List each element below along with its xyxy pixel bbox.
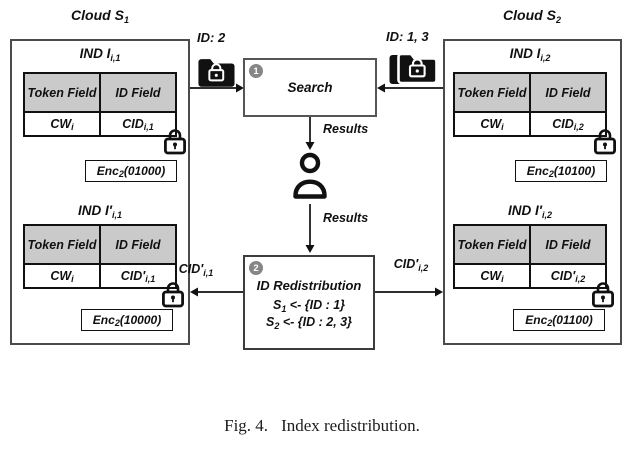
cloud-s2-title: Cloud S2 xyxy=(503,7,561,25)
id-field-header: ID Field xyxy=(115,237,161,252)
arrowhead xyxy=(190,287,198,297)
id-cell: CID′i,2 xyxy=(550,269,586,284)
encrypted-folder-icon xyxy=(198,59,235,87)
results-label-top: Results xyxy=(323,122,369,136)
results-label-bottom: Results xyxy=(323,211,369,225)
ind-i12-title: IND Ii,2 xyxy=(509,46,551,63)
caption-text: Index redistribution. xyxy=(281,416,420,435)
table-header-row: Token Field ID Field xyxy=(455,74,605,113)
id-field-header: ID Field xyxy=(545,85,591,100)
ind-i11-title: IND Ii,1 xyxy=(79,46,121,63)
redistribution-assignment-2: S2 <- {ID : 2, 3} xyxy=(266,315,352,331)
token-field-header: Token Field xyxy=(25,74,101,111)
search-label: Search xyxy=(287,80,333,95)
token-field-header: Token Field xyxy=(455,74,531,111)
figure-caption: Fig. 4. Index redistribution. xyxy=(0,416,644,436)
table-header-row: Token Field ID Field xyxy=(25,226,175,265)
step-1-badge: 1 xyxy=(249,64,263,78)
ind-i11-prime-title: IND I′i,1 xyxy=(77,203,122,220)
arrowhead xyxy=(305,245,315,253)
table-header-row: Token Field ID Field xyxy=(25,74,175,113)
cloud-s1-title: Cloud S1 xyxy=(71,7,129,25)
cid-out-left-label: CID′i,1 xyxy=(178,262,214,278)
encrypted-folders-icon xyxy=(389,52,438,85)
redistribution-title: ID Redistribution xyxy=(256,278,362,293)
lock-icon xyxy=(162,282,185,308)
id-cell: CID′i,1 xyxy=(120,269,156,284)
query-id-left-label: ID: 2 xyxy=(197,30,226,45)
id-redistribution-box: 2 ID Redistribution S1 <- {ID : 1} S2 <-… xyxy=(243,255,375,350)
cid-out-right-label: CID′i,2 xyxy=(393,257,429,273)
redistribution-assignment-1: S1 <- {ID : 1} xyxy=(272,298,346,314)
arrowhead xyxy=(305,142,315,150)
arrowhead xyxy=(377,83,385,93)
step-2-badge: 2 xyxy=(249,261,263,275)
ind-i12-prime-title: IND I′i,2 xyxy=(507,203,552,220)
lock-icon xyxy=(592,282,615,308)
id-field-header: ID Field xyxy=(115,85,161,100)
search-process-box: 1 Search xyxy=(243,58,377,117)
token-field-header: Token Field xyxy=(455,226,531,263)
lock-icon xyxy=(164,129,187,155)
arrowhead xyxy=(435,287,443,297)
table-header-row: Token Field ID Field xyxy=(455,226,605,265)
id-field-header: ID Field xyxy=(545,237,591,252)
caption-label: Fig. 4. xyxy=(224,416,269,435)
lock-icon xyxy=(594,129,617,155)
user-icon xyxy=(293,152,327,199)
query-id-right-label: ID: 1, 3 xyxy=(386,29,429,44)
token-field-header: Token Field xyxy=(25,226,101,263)
front-folder xyxy=(397,52,438,85)
